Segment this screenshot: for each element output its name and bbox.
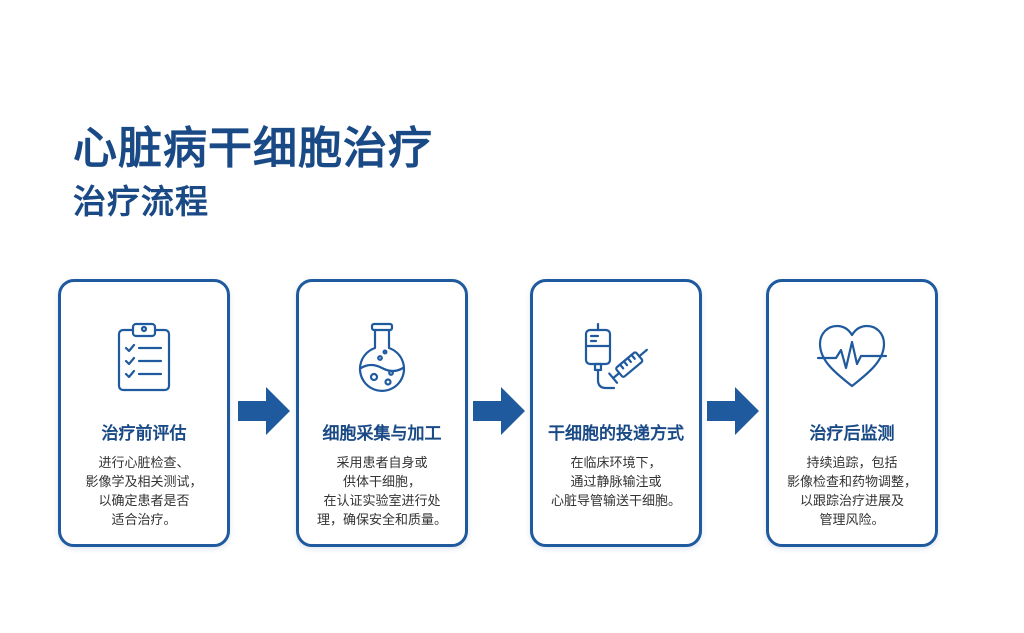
step-title: 治疗前评估 [101, 424, 187, 444]
step-description: 进行心脏检查、 影像学及相关测试， 以确定患者是否 适合治疗。 [65, 454, 223, 530]
arrow-right-icon [705, 383, 761, 439]
description-line: 适合治疗。 [111, 513, 177, 528]
description-line: 管理风险。 [819, 513, 885, 528]
description-line: 影像学及相关测试， [85, 475, 203, 490]
step-description: 持续追踪，包括 影像检查和药物调整， 以跟踪治疗进展及 管理风险。 [773, 454, 931, 530]
description-line: 进行心脏检查、 [98, 456, 190, 471]
step-card-collection: 细胞采集与加工 采用患者自身或 供体干细胞， 在认证实验室进行处 理，确保安全和… [296, 279, 468, 547]
step-card-delivery: 干细胞的投递方式 在临床环境下， 通过静脉输注或 心脏导管输送干细胞。 [530, 279, 702, 547]
page-title: 心脏病干细胞治疗 [73, 123, 433, 174]
description-line: 供体干细胞， [342, 475, 421, 490]
step-description: 在临床环境下， 通过静脉输注或 心脏导管输送干细胞。 [537, 454, 695, 511]
description-line: 理，确保安全和质量。 [316, 513, 447, 528]
description-line: 心脏导管输送干细胞。 [550, 494, 681, 509]
description-line: 以确定患者是否 [98, 494, 190, 509]
arrow-right-icon [471, 383, 527, 439]
description-line: 通过静脉输注或 [570, 475, 662, 490]
heart-pulse-icon [814, 320, 890, 396]
step-title: 治疗后监测 [809, 424, 895, 444]
description-line: 以跟踪治疗进展及 [799, 494, 904, 509]
step-card-monitoring: 治疗后监测 持续追踪，包括 影像检查和药物调整， 以跟踪治疗进展及 管理风险。 [766, 279, 938, 547]
description-line: 在认证实验室进行处 [323, 494, 441, 509]
description-line: 在临床环境下， [570, 456, 662, 471]
step-description: 采用患者自身或 供体干细胞， 在认证实验室进行处 理，确保安全和质量。 [303, 454, 461, 530]
iv-bag-syringe-icon [578, 320, 654, 396]
description-line: 采用患者自身或 [336, 456, 428, 471]
arrow-right-icon [236, 383, 292, 439]
step-title: 细胞采集与加工 [322, 424, 442, 444]
step-title: 干细胞的投递方式 [548, 424, 684, 444]
description-line: 影像检查和药物调整， [786, 475, 917, 490]
description-line: 持续追踪，包括 [806, 456, 898, 471]
page-subtitle: 治疗流程 [73, 182, 209, 221]
step-card-assessment: 治疗前评估 进行心脏检查、 影像学及相关测试， 以确定患者是否 适合治疗。 [58, 279, 230, 547]
clipboard-checklist-icon [106, 320, 182, 396]
flask-icon [344, 320, 420, 396]
